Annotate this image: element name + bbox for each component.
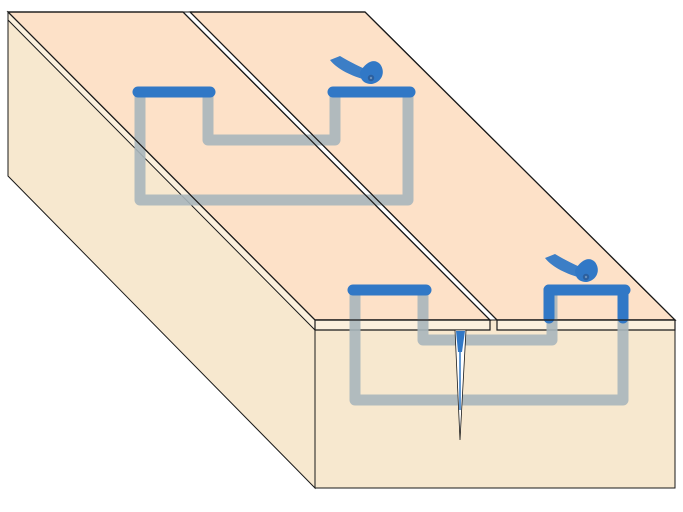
back-channel-loop [132,86,416,206]
left-slab-front-edge [314,319,491,331]
front-channel-loop [347,284,631,406]
right-slab-front-edge [496,319,676,331]
top-outline-right [189,11,677,321]
front-channel-hidden-path [349,286,629,406]
back-channel-hidden-path [134,86,414,206]
back-channel-inner-path [202,86,341,146]
right-pressure-port-icon [545,254,598,282]
fracture-wedge-dye [456,331,465,352]
top-outline [7,11,492,321]
left-pressure-port-icon [330,56,383,84]
